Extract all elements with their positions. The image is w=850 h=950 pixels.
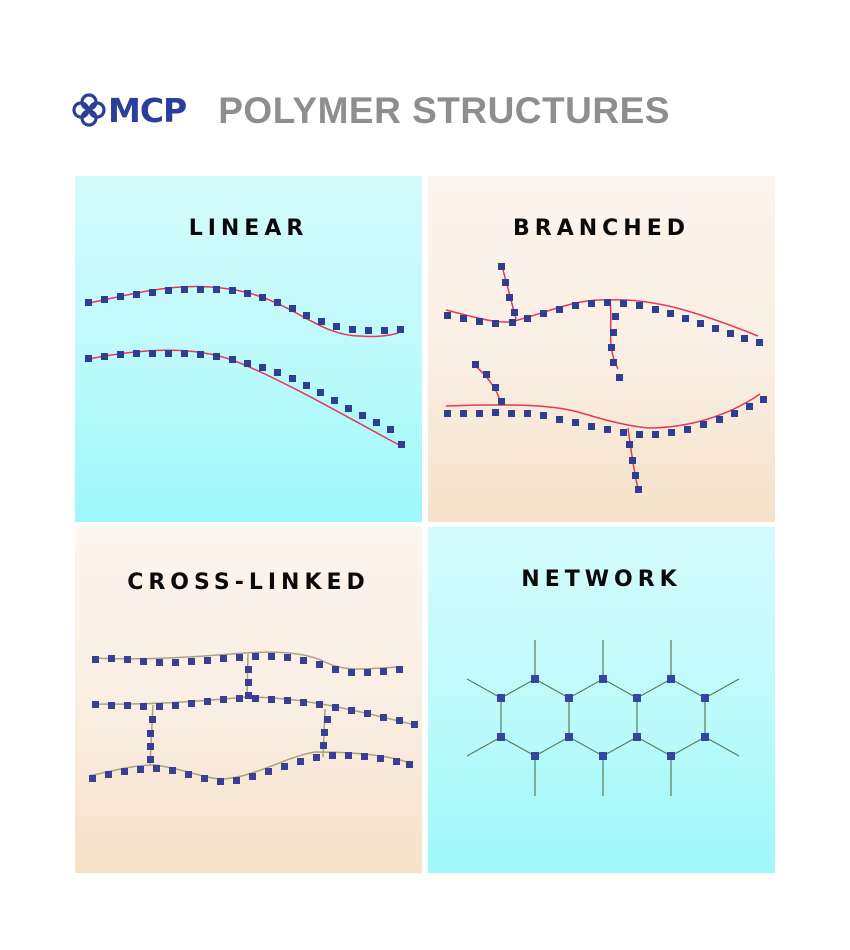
header: MCP POLYMER STRUCTURES <box>72 86 670 134</box>
panel-title-network: NETWORK <box>521 567 682 592</box>
branched-polymer-diagram <box>444 263 767 493</box>
monomer-units <box>85 286 405 448</box>
page-title: POLYMER STRUCTURES <box>218 89 670 131</box>
interlocked-circles-icon <box>72 93 106 127</box>
mcp-logo: MCP <box>72 90 187 130</box>
network-polymer-diagram <box>466 640 740 796</box>
monomer-units <box>444 263 767 493</box>
panel-branched: BRANCHED <box>428 176 775 522</box>
logo-text: MCP <box>108 90 187 130</box>
cross-linked-polymer-diagram <box>88 651 418 785</box>
monomer-units <box>497 675 709 760</box>
panel-title-cross-linked: CROSS-LINKED <box>127 570 370 595</box>
panel-title-linear: LINEAR <box>188 216 309 241</box>
panel-network: NETWORK <box>428 527 775 873</box>
panel-cross-linked: CROSS-LINKED <box>75 527 422 873</box>
linear-polymer-diagram <box>85 285 405 448</box>
panel-title-branched: BRANCHED <box>513 216 690 241</box>
monomer-units <box>89 653 418 785</box>
panel-linear: LINEAR <box>75 176 422 522</box>
